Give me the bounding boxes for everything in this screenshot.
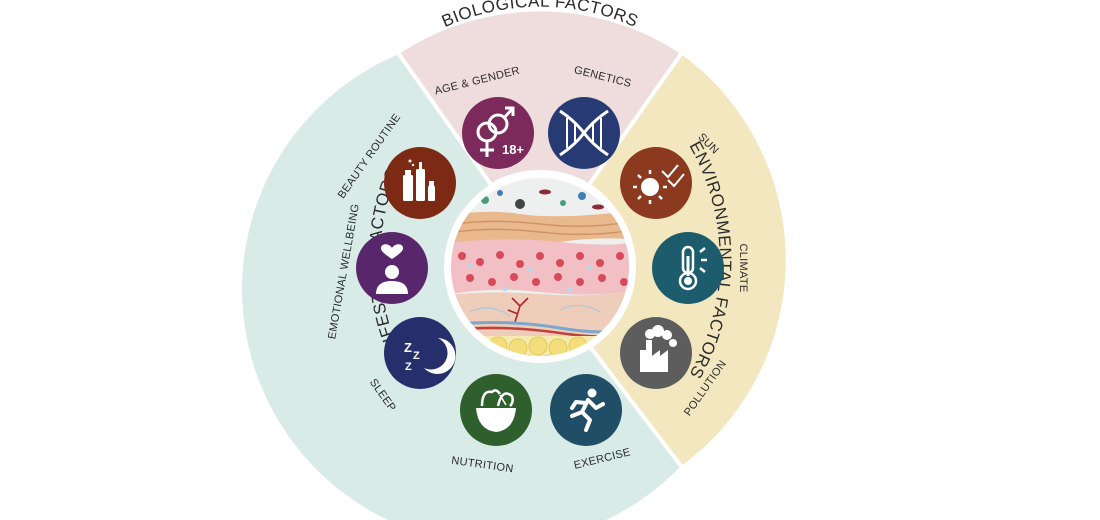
svg-text:Z: Z (413, 350, 420, 362)
running-icon (570, 388, 605, 432)
skin-cross-section-icon (444, 171, 636, 363)
svg-text:Z: Z (404, 340, 412, 355)
cosmetics-icon (403, 159, 435, 201)
svg-text:Z: Z (405, 361, 412, 373)
dna-icon (559, 109, 609, 157)
heart-person-icon (376, 244, 408, 294)
age-gender-factor: 18+ (462, 97, 534, 169)
genetics-factor (548, 97, 620, 169)
salad-bowl-icon (476, 389, 516, 432)
moon-zzz-icon: Z Z Z (404, 338, 456, 374)
beauty-factor (384, 147, 456, 219)
sun-factor (620, 147, 692, 219)
nutrition-factor (460, 374, 532, 446)
emotional-factor (356, 232, 428, 304)
climate-label: CLIMATE (737, 244, 749, 293)
climate-factor (652, 232, 724, 304)
age-badge-text: 18+ (502, 142, 524, 157)
exercise-factor (550, 374, 622, 446)
thermometer-icon (678, 245, 707, 291)
age-gender-icon (476, 106, 515, 157)
sun-icon (633, 164, 685, 204)
factory-icon (640, 325, 677, 372)
pollution-factor (620, 317, 692, 389)
sleep-factor: Z Z Z (384, 317, 456, 389)
